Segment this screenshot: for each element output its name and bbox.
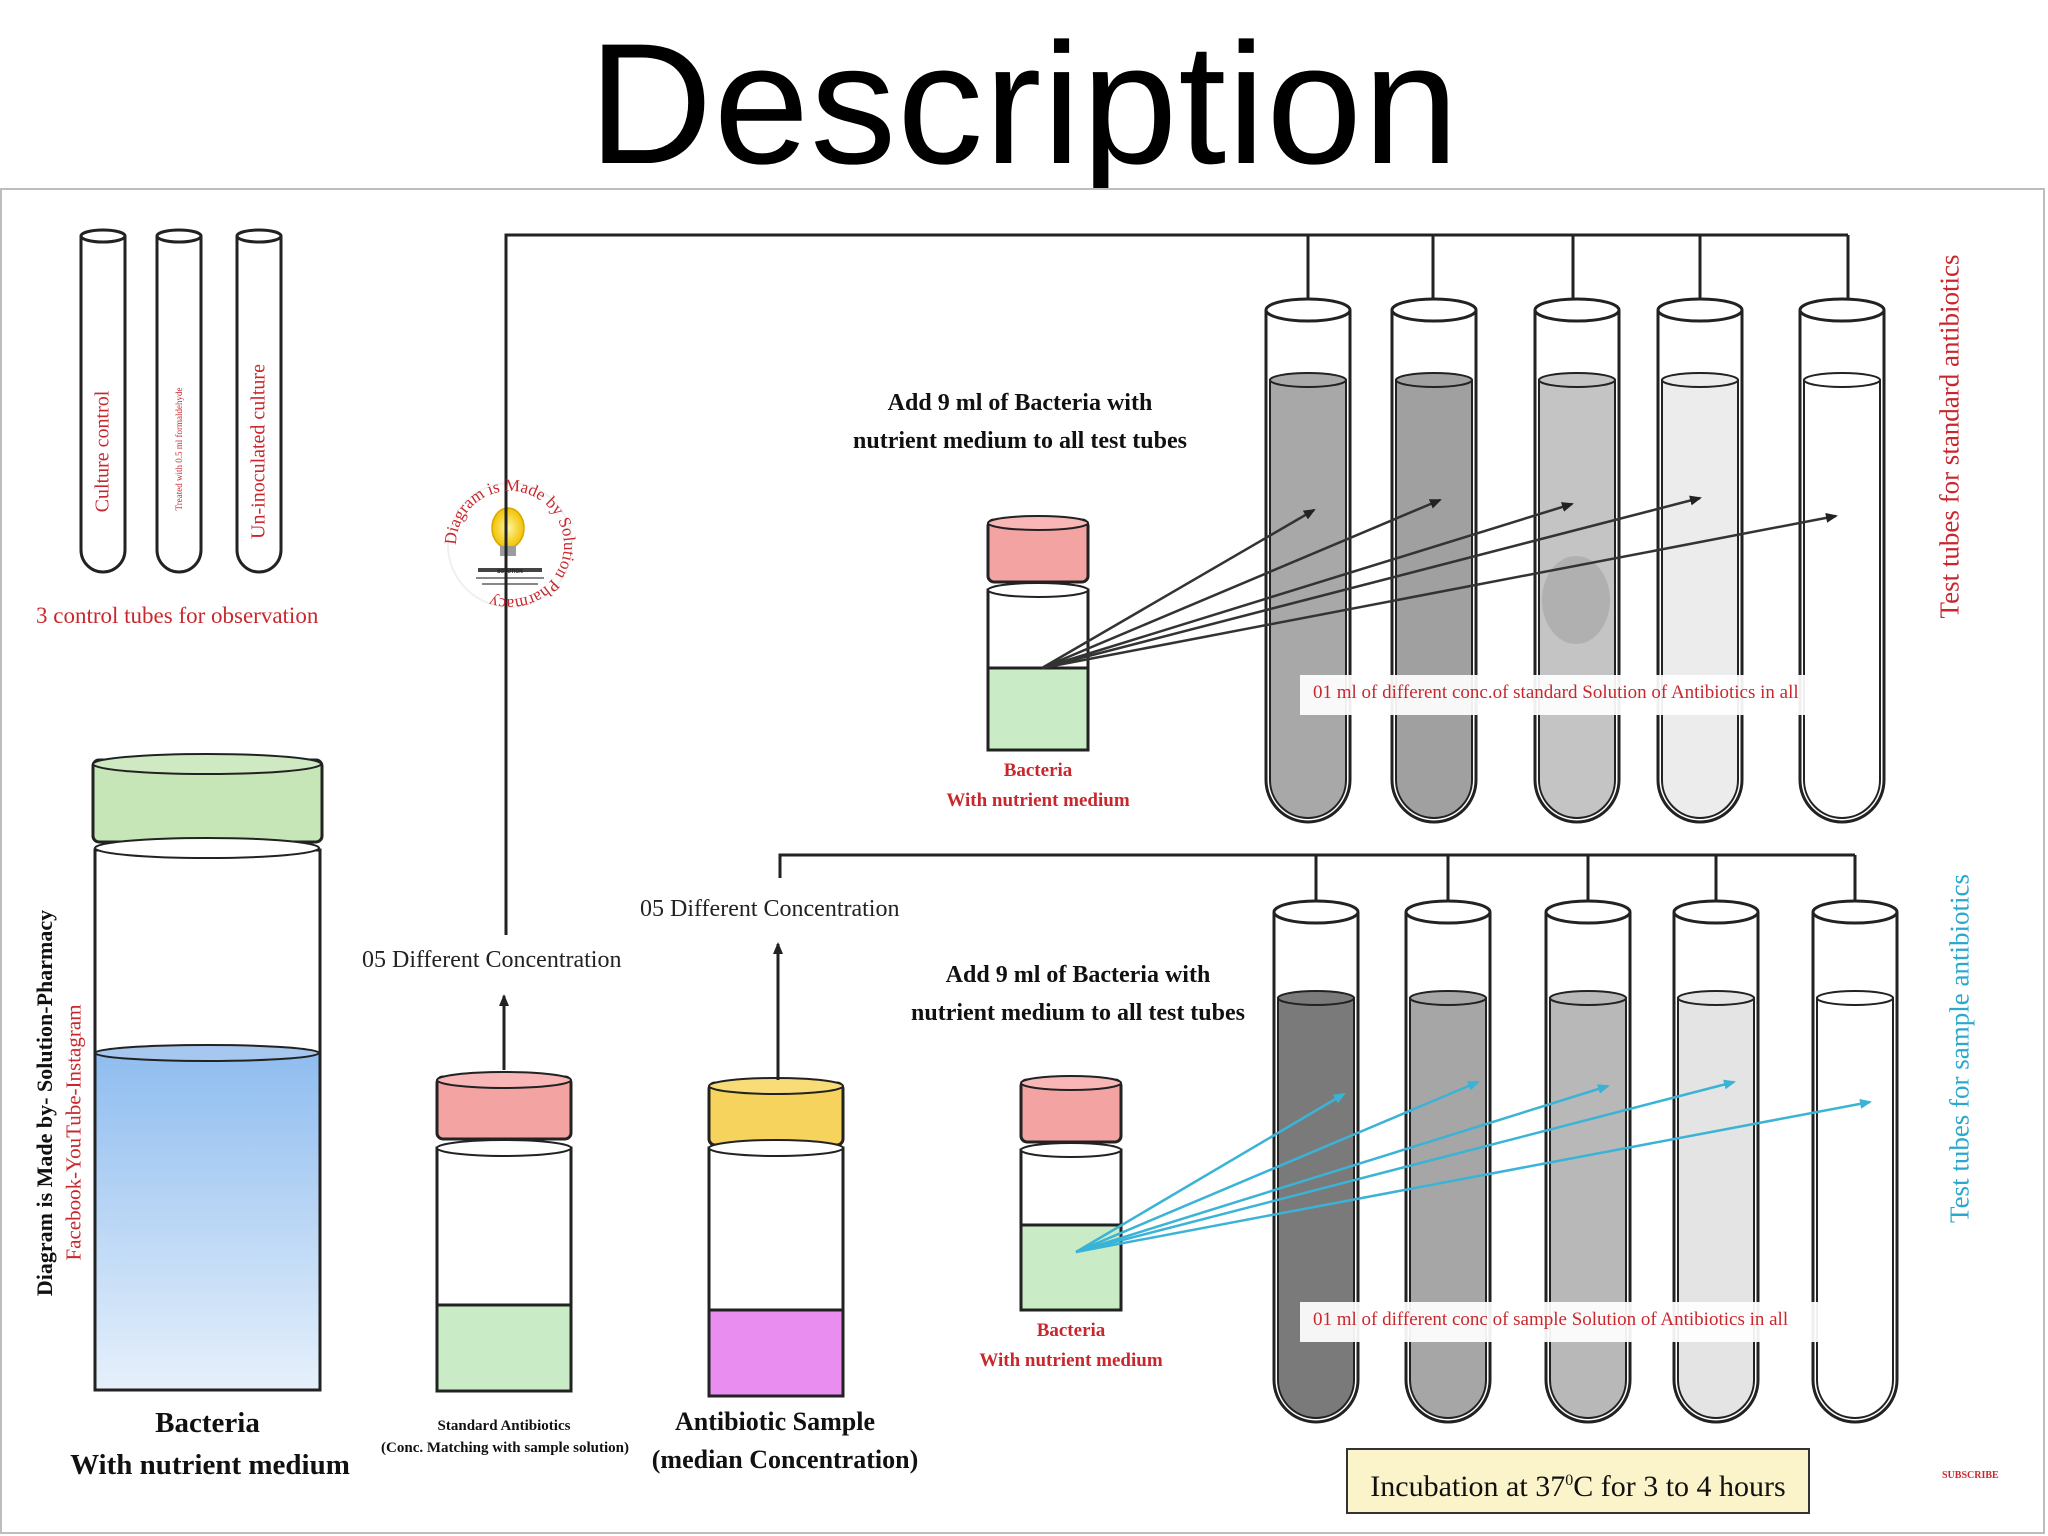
incubation-degree: 0: [1565, 1472, 1574, 1489]
upward-arrows: [499, 942, 783, 1080]
top-vial-label: Bacteria: [1003, 760, 1073, 781]
bottom-vial-label: Bacteria: [1036, 1320, 1106, 1341]
top-overlay-text: 01 ml of different conc.of standard Solu…: [1313, 682, 1799, 703]
big-bacteria-jar: [91, 753, 324, 1392]
control-tube-formaldehyde: [155, 228, 203, 574]
antibiotic-sample-vial: [707, 1077, 845, 1398]
sample-vial-label: Antibiotic Sample: [674, 1407, 876, 1436]
bottom-transfer-arrows: [1075, 1079, 1872, 1254]
bottom-tube-5: [1811, 899, 1899, 1424]
sample-vial-sublabel: (median Concentration): [651, 1445, 919, 1474]
diffusion-spot: [1542, 556, 1610, 644]
control-tube-culture: [79, 228, 127, 574]
top-instruction-line2: nutrient medium to all test tubes: [853, 428, 1187, 454]
top-transfer-arrows: [1041, 495, 1838, 670]
standard-vial-label: Standard Antibiotics: [437, 1418, 571, 1434]
top-overlay-band: [1300, 675, 1820, 715]
bottom-overlay-text: 01 ml of different conc of sample Soluti…: [1313, 1309, 1789, 1330]
controls-caption: 3 control tubes for observation: [36, 603, 319, 628]
incubation-prefix: Incubation at 37: [1370, 1470, 1566, 1503]
top-vial-sublabel: With nutrient medium: [946, 790, 1130, 811]
control-tubes: [79, 228, 283, 574]
standard-antibiotic-vial: [435, 1071, 573, 1393]
logo-ring-text: Diagram is Made by Solution Pharmacy: [441, 476, 579, 614]
logo-inner-text: SOLUTION: [497, 569, 523, 575]
page-title: Description: [588, 8, 1460, 200]
control-tube-uninoculated: [235, 228, 283, 574]
big-jar-label: Bacteria: [155, 1407, 260, 1439]
conc-label-left: 05 Different Concentration: [362, 947, 622, 973]
top-bacteria-vial: [986, 515, 1090, 752]
subscribe-badge[interactable]: SUBSCRIBE: [1942, 1470, 1999, 1481]
top-tube-5: [1798, 297, 1886, 824]
connector-lines: [504, 233, 1857, 935]
logo-seal: [447, 482, 573, 608]
big-jar-sublabel: With nutrient medium: [70, 1449, 350, 1481]
bottom-instruction-line2: nutrient medium to all test tubes: [911, 1000, 1245, 1026]
bottom-overlay-band: [1300, 1302, 1870, 1342]
standard-vial-sublabel: (Conc. Matching with sample solution): [381, 1440, 629, 1456]
top-instruction-line1: Add 9 ml of Bacteria with: [887, 390, 1153, 416]
incubation-box: Incubation at 370C for 3 to 4 hours: [1346, 1448, 1810, 1514]
incubation-suffix: C for 3 to 4 hours: [1573, 1470, 1786, 1503]
conc-label-mid: 05 Different Concentration: [640, 896, 900, 922]
bottom-instruction-line1: Add 9 ml of Bacteria with: [945, 962, 1211, 988]
bottom-vial-sublabel: With nutrient medium: [979, 1350, 1163, 1371]
